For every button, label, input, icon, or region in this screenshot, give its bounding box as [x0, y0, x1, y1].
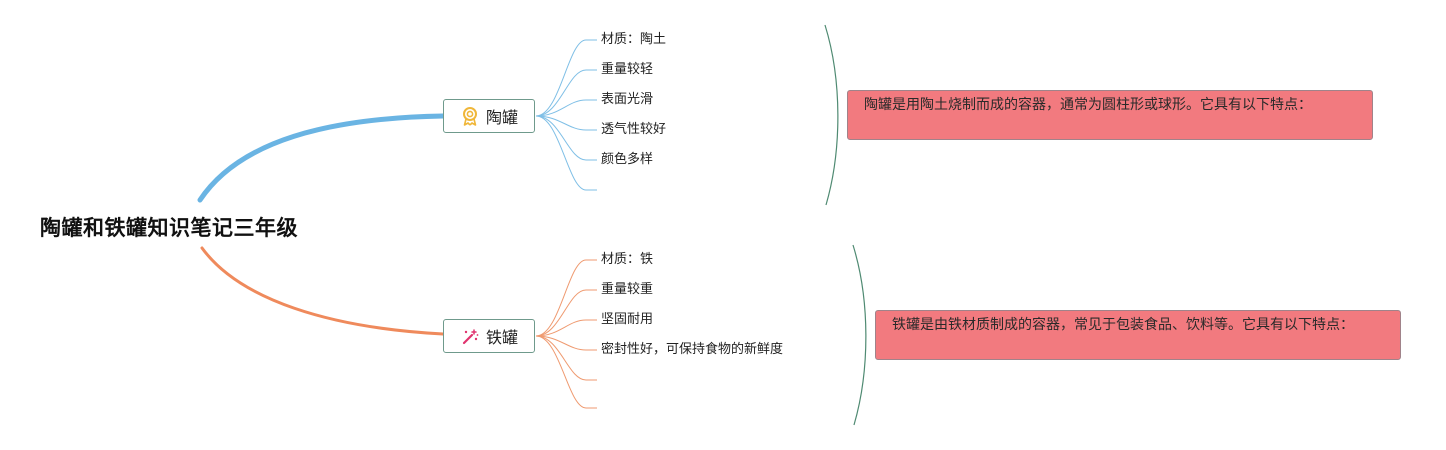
- branch-tieguan-label: 铁罐: [485, 328, 518, 347]
- taoguan-leaf-weight[interactable]: 重量较轻: [601, 62, 654, 77]
- root-topic[interactable]: 陶罐和铁罐知识笔记三年级: [40, 216, 298, 240]
- tieguan-leaf-sealing[interactable]: 密封性好，可保持食物的新鲜度: [601, 342, 784, 357]
- tieguan-leaf-material[interactable]: 材质：铁: [601, 252, 654, 267]
- taoguan-leaf-breathability[interactable]: 透气性较好: [601, 122, 667, 137]
- taoguan-leaf-connectors: [535, 39, 597, 191]
- tieguan-summary[interactable]: 铁罐是由铁材质制成的容器，常见于包装食品、饮料等。它具有以下特点：: [875, 310, 1401, 360]
- taoguan-leaf-colors[interactable]: 颜色多样: [601, 152, 654, 167]
- taoguan-summary[interactable]: 陶罐是用陶土烧制而成的容器，通常为圆柱形或球形。它具有以下特点：: [847, 90, 1373, 140]
- branch-taoguan[interactable]: 陶罐: [443, 99, 535, 133]
- tieguan-leaf-durability[interactable]: 坚固耐用: [601, 312, 654, 327]
- root-to-taoguan-connector: [197, 113, 446, 203]
- branch-taoguan-label: 陶罐: [485, 108, 518, 127]
- taoguan-leaf-material[interactable]: 材质：陶土: [601, 32, 667, 47]
- branch-tieguan[interactable]: 铁罐: [443, 319, 535, 353]
- root-to-tieguan-connector: [200, 246, 445, 336]
- award-ribbon-icon: [460, 106, 480, 126]
- taoguan-leaf-surface[interactable]: 表面光滑: [601, 92, 654, 107]
- taoguan-summary-bracket: [824, 24, 839, 206]
- tieguan-leaf-connectors: [535, 259, 597, 409]
- tieguan-leaf-weight[interactable]: 重量较重: [601, 282, 654, 297]
- magic-wand-icon: [460, 326, 480, 346]
- tieguan-summary-bracket: [852, 244, 867, 426]
